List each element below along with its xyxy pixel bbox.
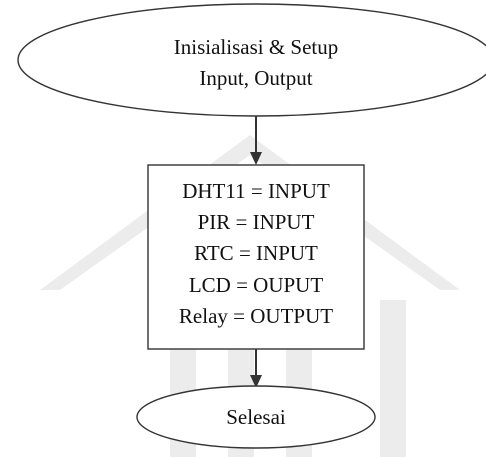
arrowhead — [250, 375, 262, 388]
connector-start-to-process — [250, 116, 262, 165]
process-node: DHT11 = INPUT PIR = INPUT RTC = INPUT LC… — [147, 164, 365, 350]
arrowhead — [250, 152, 262, 165]
process-line-rtc: RTC = INPUT — [194, 241, 318, 265]
end-node: Selesai — [136, 385, 376, 449]
start-node-line-1: Inisialisasi & Setup — [174, 35, 339, 59]
process-line-pir: PIR = INPUT — [198, 210, 315, 234]
process-line-dht11: DHT11 = INPUT — [182, 179, 330, 203]
process-line-relay: Relay = OUTPUT — [179, 304, 333, 328]
connector-process-to-end — [250, 349, 262, 388]
start-node-line-2: Input, Output — [199, 66, 312, 90]
process-line-lcd: LCD = OUPUT — [189, 273, 324, 297]
end-ellipse — [136, 385, 376, 449]
process-rectangle — [147, 164, 365, 350]
end-node-label: Selesai — [226, 405, 286, 429]
start-ellipse — [17, 3, 486, 117]
start-node: Inisialisasi & Setup Input, Output — [17, 3, 486, 117]
